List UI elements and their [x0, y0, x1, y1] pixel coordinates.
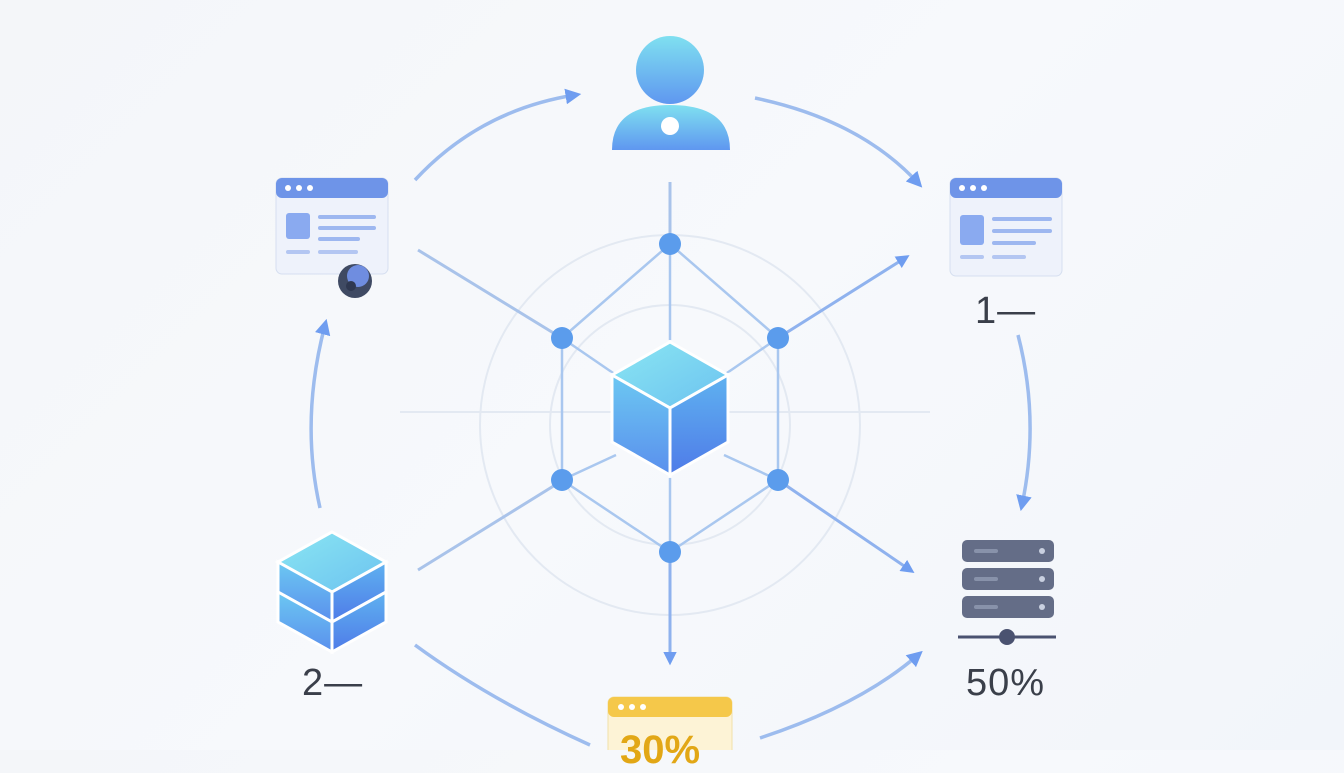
- node-upper-right: [767, 327, 789, 349]
- yellow-window-icon: [607, 696, 733, 758]
- server-icon: [958, 540, 1056, 645]
- label-right-bottom: 50%: [966, 662, 1046, 704]
- browser-window-icon-top-left: [275, 177, 389, 275]
- node-lower-left: [551, 469, 573, 491]
- cube-icon: [608, 340, 732, 478]
- node-upper-left: [551, 327, 573, 349]
- browser-window-icon-top-right: [949, 177, 1063, 277]
- gear-badge-icon: [338, 264, 372, 298]
- label-left-bottom: 2—: [302, 662, 364, 704]
- cycle-arrows: [309, 88, 1032, 747]
- node-lower-right: [767, 469, 789, 491]
- label-bottom-center: 30%: [620, 728, 701, 772]
- user-icon: [612, 36, 730, 150]
- diagram-svg: [274, 36, 1063, 758]
- diagram-canvas: 1— 2— 50% 30%: [274, 36, 1063, 772]
- label-right-top: 1—: [975, 290, 1037, 332]
- hub-arrows: [663, 255, 915, 666]
- spoke-lines: [417, 182, 672, 572]
- node-bottom: [659, 541, 681, 563]
- hub-nodes: [551, 233, 789, 563]
- node-top: [659, 233, 681, 255]
- stacked-blocks-icon: [274, 530, 390, 655]
